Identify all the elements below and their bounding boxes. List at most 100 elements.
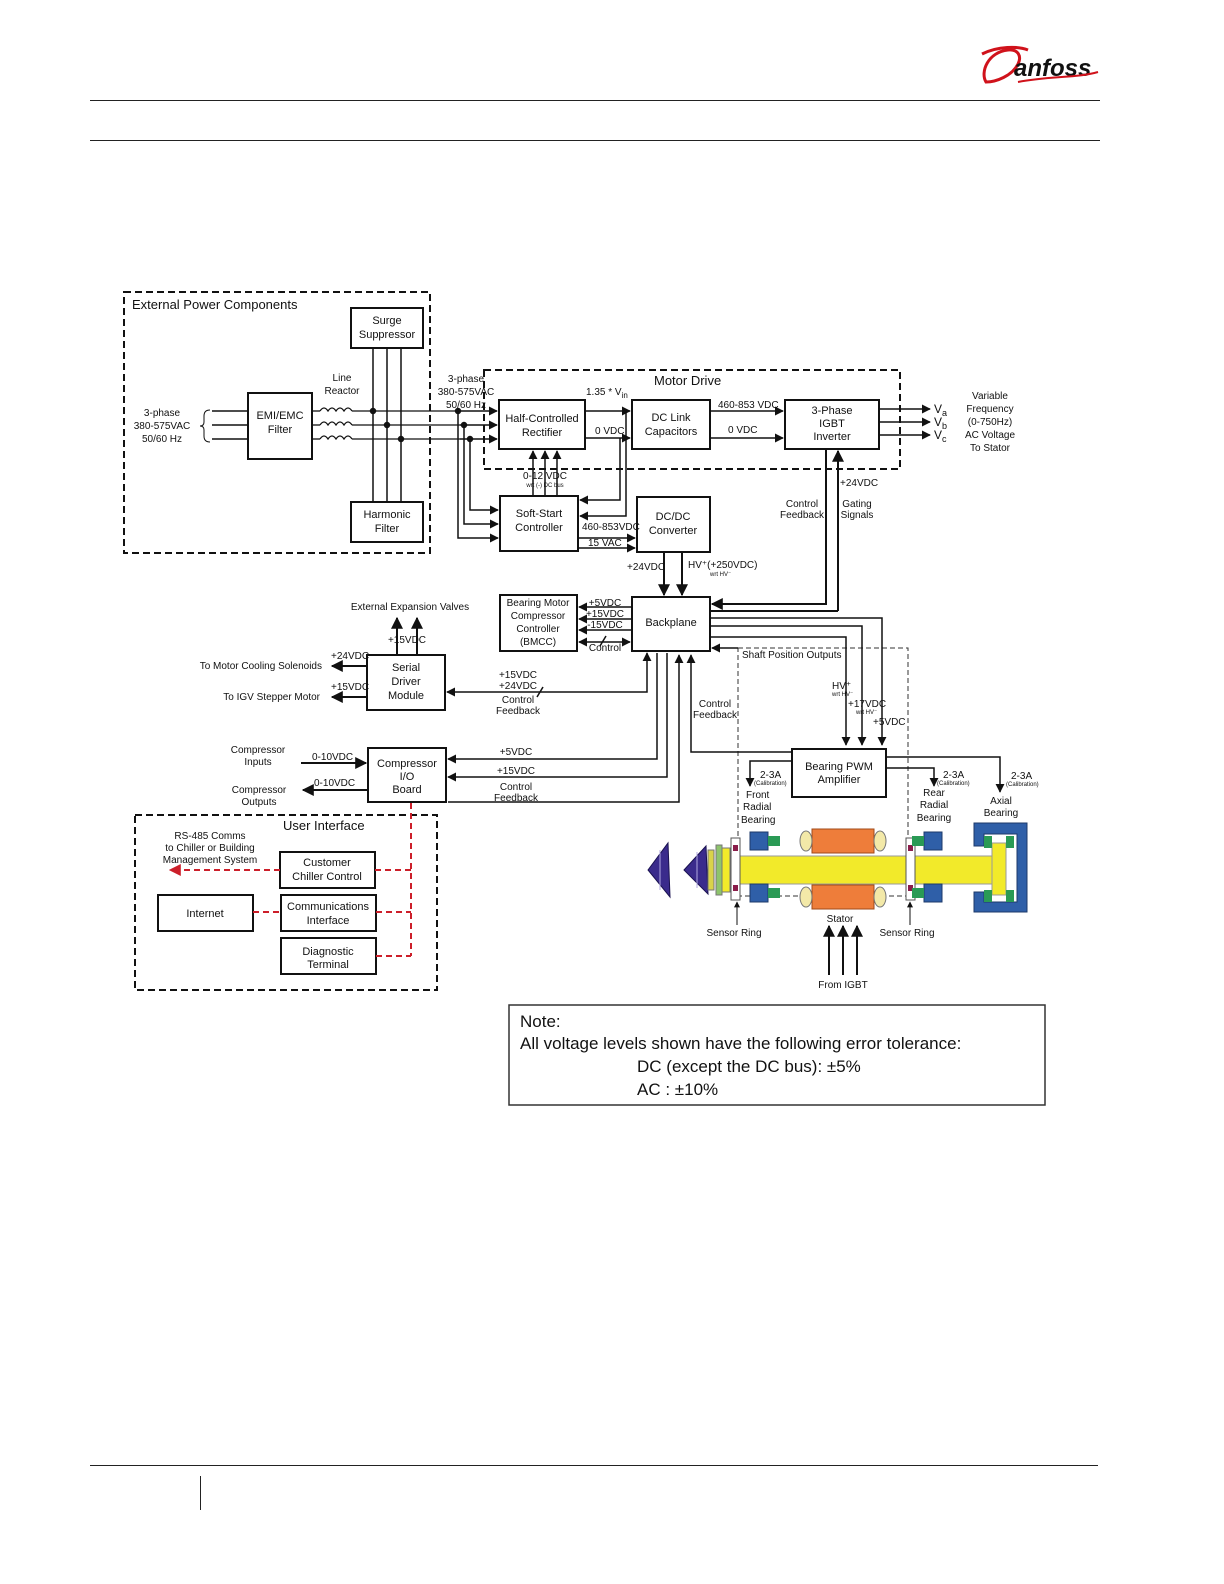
rear-bearing-label: Rear Radial Bearing [917,788,951,824]
dc-460-853-label: 460-853 VDC [718,400,779,411]
svg-text:Control: Control [502,695,534,706]
tolerance-note: Note: All voltage levels shown have the … [508,1004,1046,1106]
hv-250-label: HV⁺(+250VDC) [688,560,757,571]
comm-line2: Interface [307,915,350,927]
front-cal-label: (Calibration) [754,781,787,787]
control-feedback-igbt: Control Feedback [780,499,825,521]
zero-vdc-label-1: 0 VDC [595,426,624,437]
svg-text:Gating: Gating [842,499,871,510]
plus24-gating-label: +24VDC [840,478,878,489]
rectifier-line1: Half-Controlled [505,413,578,425]
svg-text:50/60 Hz: 50/60 Hz [142,434,182,445]
io-in-label: 0-10VDC [312,752,353,763]
serial-line3: Module [388,690,424,702]
svg-text:+5VDC: +5VDC [589,598,622,609]
bmcc-line1: Bearing Motor [507,598,570,609]
svg-text:RS-485 Comms: RS-485 Comms [174,831,245,842]
sensor-ring-right [905,837,916,901]
vb-label: Vb [934,415,947,431]
bmcc-block: Bearing Motor Compressor Controller (BMC… [499,594,578,652]
note-line3: AC : ±10% [637,1080,718,1099]
hv-250-tiny: wrt HV⁻ [709,572,731,578]
emi-filter-block: EMI/EMC Filter [247,392,313,460]
plus17-label: +17VDC [848,699,886,710]
diagnostic-block: Diagnostic Terminal [280,937,377,975]
input-wires [212,410,248,440]
serial-driver-block: Serial Driver Module [366,654,446,711]
bmcc-control-label: Control [589,643,621,654]
footer-rule [90,1465,1098,1466]
va-label: Va [934,402,947,418]
user-interface-group [134,814,438,991]
dcdc-line1: DC/DC [656,511,691,523]
igbt-line3: Inverter [813,431,851,443]
axial-cal-label: (Calibration) [1006,782,1039,788]
motor-shaft [729,855,999,885]
stator-label: Stator [827,914,854,925]
svg-text:(0-750Hz): (0-750Hz) [968,417,1012,428]
drive-input-label: 3-phase 380-575VAC 50/60 Hz [438,374,495,411]
zero-12-vdc-label: 0-12 VDC [523,471,567,482]
diag-line1: Diagnostic [302,946,354,958]
hv-plus-label: HV⁺ [832,681,851,692]
svg-text:Outputs: Outputs [241,797,276,808]
rear-current-label: 2-3A [943,770,964,781]
svg-text:Radial: Radial [743,802,771,813]
danfoss-logo: anfoss [981,45,1099,84]
io-plus5-label: +5VDC [500,747,533,758]
comm-line1: Communications [287,901,369,913]
bpwm-line1: Bearing PWM [805,761,873,773]
line-reactor-label: Line Reactor [324,373,360,397]
serial-line2: Driver [391,676,421,688]
bearing-current-links [745,756,1005,793]
svg-text:Axial: Axial [990,796,1012,807]
diag-line2: Terminal [307,959,349,971]
motor-drive-title: Motor Drive [654,373,721,388]
svg-text:To Stator: To Stator [970,443,1011,454]
io-out-label: 0-10VDC [314,778,355,789]
ui-red-links [168,803,412,957]
vin-label: 1.35 * Vin [586,387,628,400]
front-radial-top [749,831,769,851]
igbt-line2: IGBT [819,418,845,430]
note-title: Note: [520,1012,561,1031]
ss-460-853-label: 460-853VDC [582,522,640,533]
gating-signals-label: Gating Signals [841,499,874,521]
svg-text:Frequency: Frequency [966,404,1013,415]
svg-text:380-575VAC: 380-575VAC [134,421,191,432]
stator-top [811,828,875,854]
igv-motor-label: To IGV Stepper Motor [223,692,320,703]
svg-text:3-phase: 3-phase [448,374,485,385]
svg-text:Control: Control [500,782,532,793]
footer-tick [200,1476,201,1510]
emi-line1: EMI/EMC [256,410,303,422]
svg-text:Front: Front [746,790,770,801]
compressor-io-block: Compressor I/O Board [367,747,447,803]
note-line2: DC (except the DC bus): ±5% [637,1057,861,1076]
dclink-line2: Capacitors [645,426,698,438]
motor-illustration [647,822,1028,913]
io-line2: I/O [400,771,415,783]
dcdc-block: DC/DC Converter [636,496,711,553]
from-igbt-label: From IGBT [818,980,867,991]
bpwm-line2: Amplifier [818,774,861,786]
svg-text:380-575VAC: 380-575VAC [438,387,495,398]
input-supply-label: 3-phase 380-575VAC 50/60 Hz [134,408,191,445]
impeller-right [683,844,709,896]
internet-label: Internet [186,908,223,920]
surge-line1: Surge [372,315,401,327]
axial-bearing-label: Axial Bearing [984,796,1018,819]
soft-start-block: Soft-Start Controller [499,495,579,552]
output-label: Variable Frequency (0-750Hz) AC Voltage … [965,391,1015,454]
zero-vdc-label-2: 0 VDC [728,425,757,436]
bearing-pwm-block: Bearing PWM Amplifier [791,748,887,798]
svg-text:Compressor: Compressor [231,745,286,756]
plus5-bpwm-label: +5VDC [873,717,906,728]
svg-text:+24VDC: +24VDC [499,681,537,692]
header-rule-bottom [90,140,1100,141]
rectifier-line2: Rectifier [522,427,563,439]
compressor-outputs-label: Compressor Outputs [232,785,287,808]
io-plus15-label: +15VDC [497,766,535,777]
cooling-solenoids-label: To Motor Cooling Solenoids [200,661,322,672]
bmcc-backplane-links [578,602,632,647]
